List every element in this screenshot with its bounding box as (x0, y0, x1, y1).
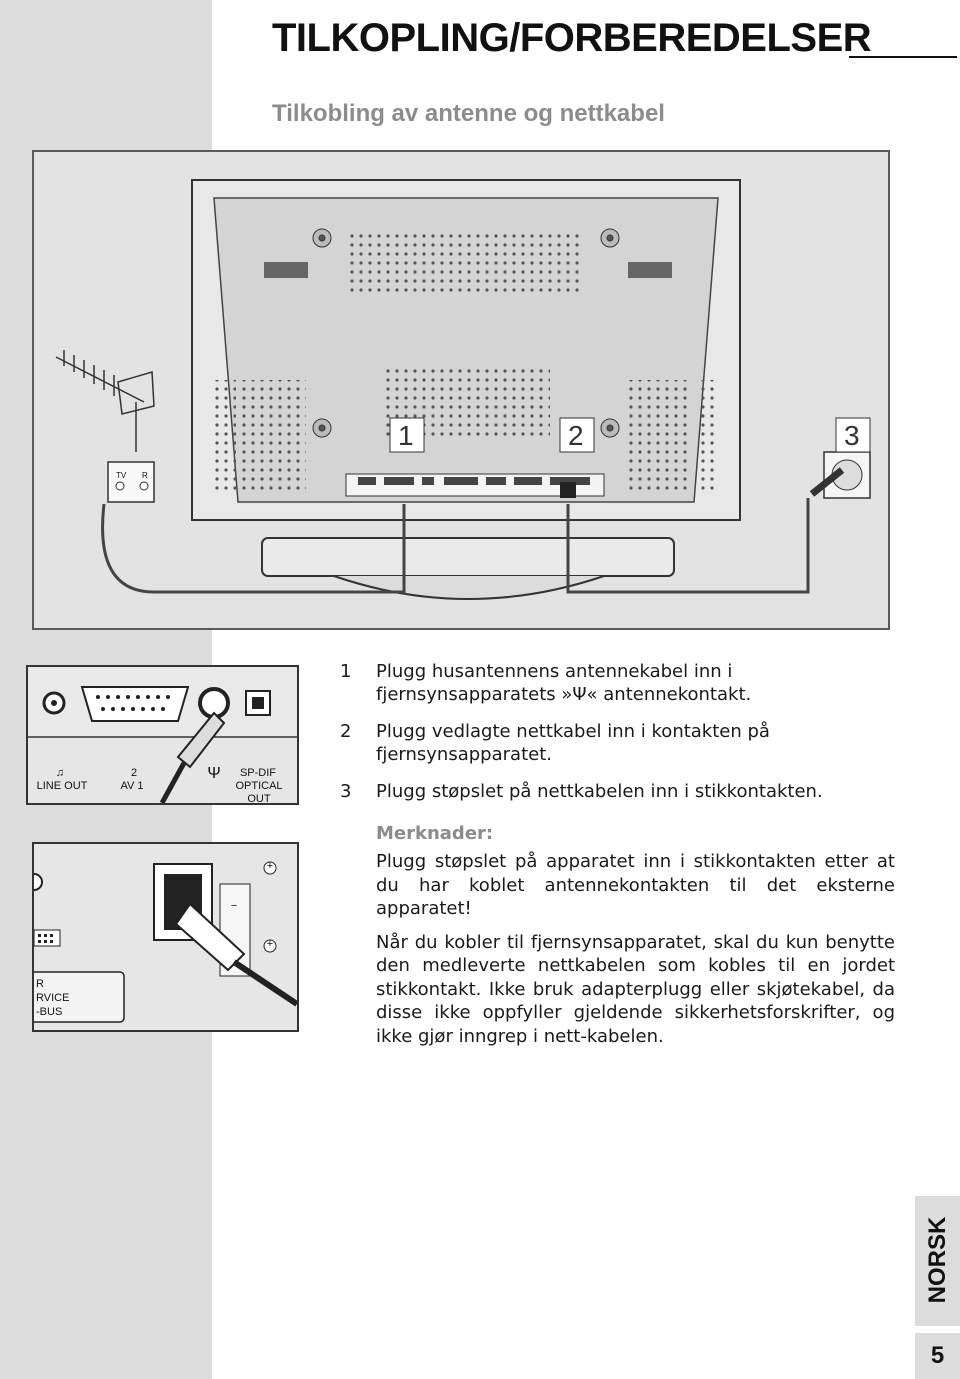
step-text: Plugg vedlagte nettkabel inn i kontakten… (376, 721, 770, 765)
connector-closeup: ♫ LINE OUT 2 AV 1 Ψ SP-DIF OPTICAL OUT (26, 665, 299, 805)
language-tab: NORSK (915, 1196, 960, 1326)
antenna-wall-box (107, 461, 155, 503)
callout-3: 3 (844, 420, 860, 451)
det-service-label: RVICE (36, 992, 70, 1004)
antenna-icon (55, 350, 155, 452)
det-av-num-label: 2 (130, 767, 138, 779)
connection-illustration: TV R 1 2 3 (32, 150, 890, 630)
power-plug-icon (174, 902, 246, 972)
step-text: Plugg støpslet på nettkabelen inn i stik… (376, 781, 823, 802)
handle-right (628, 262, 672, 278)
step-item: 1 Plugg husantennens antennekabel inn i … (340, 660, 895, 706)
power-socket (560, 482, 576, 498)
det-antenna-symbol: Ψ (207, 765, 221, 782)
notes-heading: Merknader: (376, 823, 494, 844)
det-plus-symbol-bottom: + (266, 938, 274, 950)
section-subtitle: Tilkobling av antenne og nettkabel (272, 100, 665, 127)
screw-icon (312, 228, 620, 438)
power-cable (566, 498, 810, 594)
step-item: 2 Plugg vedlagte nettkabel inn i kontakt… (340, 720, 895, 766)
callout-box (389, 417, 871, 453)
step-text: Plugg husantennens antennekabel inn i fj… (376, 661, 752, 705)
power-socket-closeup: + − + R RVICE -BUS (32, 842, 299, 1032)
page-title: TILKOPLING/FORBEREDELSER (272, 16, 872, 60)
step-number: 1 (340, 661, 352, 682)
service-port-icon (34, 929, 61, 947)
det-av1-label: AV 1 (120, 780, 144, 792)
det-line-out-label: LINE OUT (36, 780, 88, 792)
tv-stand (261, 537, 675, 577)
instruction-steps: 1 Plugg husantennens antennekabel inn i … (340, 660, 895, 1058)
det-optical-out-label: OPTICAL OUT (235, 780, 283, 805)
step-item: 3 Plugg støpslet på nettkabelen inn i st… (340, 780, 895, 803)
language-tab-label: NORSK (924, 1216, 951, 1304)
antenna-plug-icon (176, 711, 226, 769)
step-number: 2 (340, 721, 352, 742)
det-minus-symbol: − (230, 900, 238, 912)
handle-left (264, 262, 308, 278)
det-spdif-label: SP-DIF (239, 767, 277, 779)
page-number: 5 (915, 1333, 960, 1379)
scart-connector-icon (80, 686, 190, 722)
tv-rear-diagram: TV R 1 2 3 (55, 179, 871, 600)
callout-1: 1 (398, 420, 414, 451)
title-rule (849, 56, 957, 58)
det-plus-symbol-top: + (266, 860, 274, 872)
det-bus-label: -BUS (36, 1006, 63, 1018)
step-number: 3 (340, 781, 352, 802)
antenna-cable (101, 503, 406, 594)
callout-2: 2 (568, 420, 584, 451)
det-r-label: R (36, 978, 44, 990)
antenna-box-tv-label: TV (116, 471, 127, 480)
det-headphone-symbol: ♫ (55, 767, 65, 779)
antenna-box-r-label: R (142, 471, 148, 480)
note-paragraph: Plugg støpslet på apparatet inn i stikko… (376, 851, 895, 919)
note-paragraph: Når du kobler til fjernsynsapparatet, sk… (376, 931, 895, 1047)
